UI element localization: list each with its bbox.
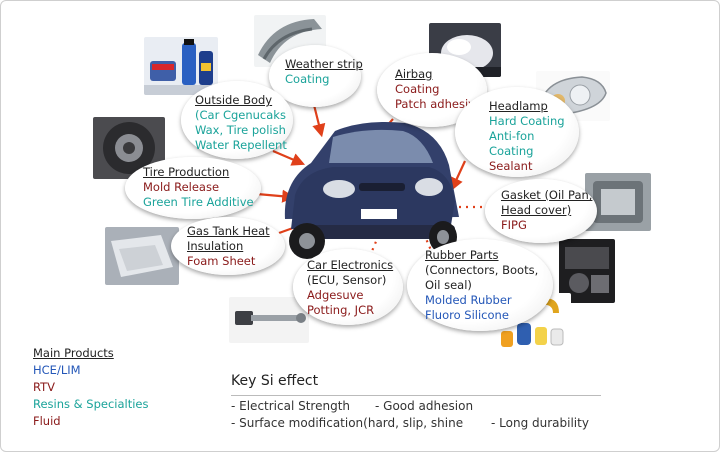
electronics-line-3: Potting, JCR: [307, 303, 375, 317]
headlamp-line-3: Coating: [489, 144, 534, 158]
legend-title: Main Products: [33, 346, 114, 360]
arrow-tire: [256, 189, 296, 203]
electronics-line-1: (ECU, Sensor): [307, 273, 387, 287]
gasket-photo: [585, 173, 651, 231]
key-divider: [231, 395, 601, 396]
legend-item-resins: Resins & Specialties: [33, 397, 149, 411]
bubble-tire-production: Tire Production Mold Release Green Tire …: [125, 157, 261, 219]
gastank-title-2: Insulation: [187, 239, 244, 253]
car-photo: [273, 101, 463, 271]
tire-line-2: Green Tire Additive: [143, 195, 254, 209]
headlamp-line-2: Anti-fon: [489, 129, 535, 143]
weather-title: Weather strip: [285, 57, 363, 71]
bubble-weather-strip: Weather strip Coating: [269, 45, 363, 107]
tire-title: Tire Production: [143, 165, 230, 179]
rubber-line-1: (Connectors, Boots,: [425, 263, 539, 277]
arrow-headlamp: [450, 160, 466, 191]
headlamp-line-1: Hard Coating: [489, 114, 565, 128]
gasket-title-2: Head cover): [501, 203, 572, 217]
bubble-gas-tank: Gas Tank Heat Insulation Foam Sheet: [171, 217, 285, 275]
outside-line-1: (Car Cgenucaks: [195, 108, 286, 122]
main-products-legend: Main Products HCE/LIM RTV Resins & Speci…: [33, 345, 149, 430]
headlamp-title: Headlamp: [489, 99, 548, 113]
rubber-title: Rubber Parts: [425, 248, 499, 262]
key-item-durability: - Long durability: [491, 416, 589, 430]
bubble-headlamp: Headlamp Hard Coating Anti-fon Coating S…: [455, 87, 579, 177]
sensor-photo: [229, 297, 309, 343]
electronics-line-2: Adgesuve: [307, 288, 364, 302]
arrow-outside: [272, 149, 306, 166]
gastank-title: Gas Tank Heat: [187, 224, 270, 238]
electronics-title: Car Electronics: [307, 258, 394, 272]
outside-line-3: Water Repellent: [195, 138, 287, 152]
rubber-line-4: Fluoro Silicone: [425, 308, 509, 322]
engine-photo: [559, 239, 615, 303]
legend-item-fluid: Fluid: [33, 414, 61, 428]
key-item-adhesion: - Good adhesion: [375, 399, 474, 413]
airbag-title: Airbag: [395, 67, 433, 81]
bubble-outside-body: Outside Body (Car Cgenucaks Wax, Tire po…: [181, 81, 293, 159]
bubble-rubber-parts: Rubber Parts (Connectors, Boots, Oil sea…: [407, 239, 553, 331]
rubber-line-3: Molded Rubber: [425, 293, 512, 307]
gasket-line-1: FIPG: [501, 218, 527, 232]
bubble-car-electronics: Car Electronics (ECU, Sensor) Adgesuve P…: [293, 249, 403, 325]
headlamp-line-4: Sealant: [489, 159, 533, 173]
outside-title: Outside Body: [195, 93, 273, 107]
legend-item-hce: HCE/LIM: [33, 363, 81, 377]
key-item-surface: - Surface modification(hard, slip, shine: [231, 416, 464, 430]
airbag-line-2: Patch adhesive: [395, 97, 483, 111]
gas-tank-photo: [105, 227, 179, 285]
weather-line-1: Coating: [285, 72, 330, 86]
tire-line-1: Mold Release: [143, 180, 220, 194]
legend-item-rtv: RTV: [33, 380, 56, 394]
airbag-line-1: Coating: [395, 82, 440, 96]
key-item-electrical: - Electrical Strength: [231, 399, 351, 413]
key-title: Key Si effect: [231, 373, 319, 389]
gastank-line-1: Foam Sheet: [187, 254, 256, 268]
rubber-line-2: Oil seal): [425, 278, 472, 292]
key-si-effect: Key Si effect - Electrical Strength - Go…: [231, 373, 601, 430]
bubble-gasket: Gasket (Oil Pan, Head cover) FIPG: [485, 179, 597, 243]
gasket-title: Gasket (Oil Pan,: [501, 188, 593, 202]
outside-line-2: Wax, Tire polish: [195, 123, 286, 137]
car-care-products-photo: [144, 37, 218, 95]
